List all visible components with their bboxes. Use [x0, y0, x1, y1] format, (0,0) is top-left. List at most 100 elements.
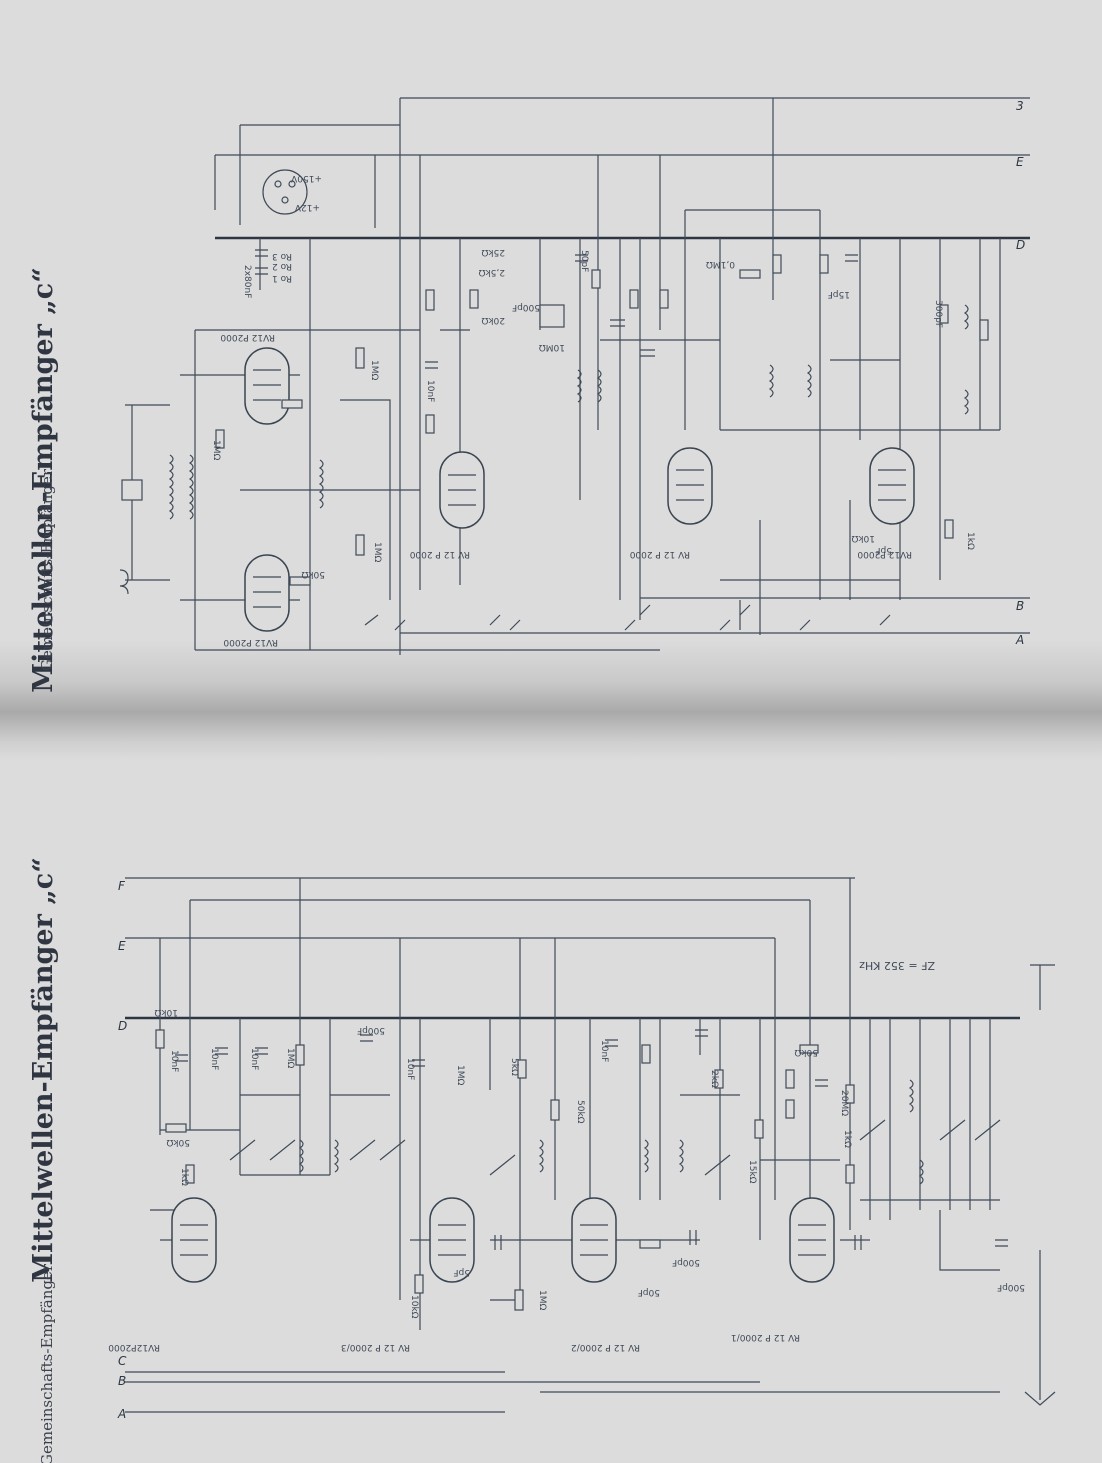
value-label: 15pF	[828, 289, 850, 299]
resistor	[517, 1059, 527, 1079]
socket-label-150v: +150V	[290, 173, 322, 183]
phone-coil-icon	[119, 569, 129, 595]
resistor	[289, 576, 311, 586]
rail-label-b-upper: B	[1016, 599, 1024, 613]
value-label: 1kΩ	[842, 1130, 852, 1148]
value-label: 10kΩ	[409, 1295, 419, 1319]
tube-label-upper-3: RV 12 P 2000	[409, 549, 470, 559]
tube-upper-4	[667, 447, 713, 525]
coils-lower	[298, 1079, 924, 1185]
resistor	[185, 1164, 195, 1184]
value-label: 10nF	[425, 380, 435, 402]
resistor	[754, 1119, 764, 1139]
upper-wires	[214, 98, 1001, 655]
rail-label-e-lower: E	[118, 939, 126, 953]
resistor	[629, 289, 639, 309]
resistor	[295, 1044, 305, 1066]
value-label: 15kΩ	[747, 1160, 757, 1184]
tube-label-upper-4: RV 12 P 2000	[629, 549, 690, 559]
value-label: 20MΩ	[839, 1090, 849, 1116]
resistor	[165, 1123, 187, 1133]
value-label: 10nF	[169, 1050, 179, 1072]
socket-pin	[281, 196, 289, 204]
rail-label-e-upper: E	[1016, 155, 1024, 169]
resistor	[845, 1164, 855, 1184]
resistor	[355, 534, 365, 556]
subtitle-lower: Gemeinschafts-Empfänger	[38, 1263, 56, 1463]
value-label: 0,1MΩ	[706, 259, 735, 269]
value-label: 1kΩ	[965, 532, 975, 550]
value-label: 10kΩ	[154, 1007, 178, 1017]
tube-label-lower-1: RV12P2000	[108, 1342, 160, 1352]
tube-upper-2	[244, 554, 290, 632]
value-label: 20kΩ	[481, 315, 505, 325]
value-label: 1MΩ	[369, 360, 379, 380]
tube-grids	[253, 369, 906, 608]
tube-grids-lower	[180, 1224, 826, 1256]
value-label: 2kΩ	[709, 1070, 719, 1088]
rail-label-b-lower: B	[118, 1374, 126, 1388]
resistor	[425, 289, 435, 311]
value-label: 50pF	[638, 1287, 660, 1297]
resistor	[772, 254, 782, 274]
trimmer-capacitors	[229, 1119, 1001, 1176]
wave-switches-upper	[364, 604, 891, 631]
if-frequency-note: ZF = 352 KHz	[859, 959, 935, 972]
ro3-label: Ro 3	[272, 251, 292, 261]
tube-upper-1	[244, 347, 290, 425]
resistor	[845, 1084, 855, 1104]
value-label: 5kΩ	[509, 1058, 519, 1076]
value-label: 1MΩ	[211, 440, 221, 460]
lower-wires	[159, 878, 1056, 1406]
ro2-label: Ro 2	[272, 261, 292, 271]
value-label: 1MΩ	[285, 1048, 295, 1068]
value-label: 2,5kΩ	[478, 267, 505, 277]
tube-label-lower-4: RV 12 P 2000/1	[731, 1332, 800, 1342]
value-label: 10nF	[249, 1048, 259, 1070]
rail-label-3: 3	[1016, 99, 1024, 113]
resistor	[979, 319, 989, 341]
socket-pin	[274, 180, 282, 188]
resistor	[944, 519, 954, 539]
headphone-icon	[121, 479, 143, 501]
value-label: 50kΩ	[575, 1100, 585, 1124]
output-transformer	[125, 404, 324, 581]
tube-label-upper-1: RV12 P2000	[220, 332, 275, 342]
rail-label-a-upper: A	[1015, 633, 1024, 647]
value-label: 10nF	[599, 1040, 609, 1062]
resistor	[355, 347, 365, 369]
resistor	[819, 254, 829, 274]
subtitle-upper: Gemeinschafts-Empfänger	[38, 468, 56, 671]
value-label: 10kΩ	[851, 533, 875, 543]
resistor	[659, 289, 669, 309]
value-label: 1MΩ	[537, 1290, 547, 1310]
value-label: 50pF	[579, 250, 589, 272]
resistor	[799, 1044, 819, 1054]
resistor	[591, 269, 601, 289]
resistor	[641, 1044, 651, 1064]
upper-schematic: 3 E D B A +150V +12V RV12 P2000 RV12 P20…	[119, 97, 1030, 655]
resistor	[939, 304, 949, 324]
value-label: 10MΩ	[539, 342, 565, 352]
value-label: 50kΩ	[301, 569, 325, 579]
value-label: 1kΩ	[179, 1168, 189, 1186]
rail-label-c: C	[118, 1354, 127, 1368]
resistor	[550, 1099, 560, 1121]
resistor	[714, 1069, 724, 1089]
resistor	[514, 1289, 524, 1311]
cap-label-2x80nf: 2x80nF	[242, 265, 252, 298]
rail-label-d-upper: D	[1016, 238, 1025, 252]
value-label: 10nF	[405, 1058, 415, 1080]
title-lower: Mittelwellen-Empfänger „c“	[28, 857, 59, 1282]
resistor	[281, 399, 303, 409]
value-label: 50kΩ	[166, 1137, 190, 1147]
resistor	[414, 1274, 424, 1294]
capacitor-plates	[255, 249, 858, 369]
resistor-network	[539, 304, 565, 328]
value-label: 10nF	[209, 1048, 219, 1070]
value-label: 25kΩ	[481, 247, 505, 257]
resistor	[739, 269, 761, 279]
value-label: 50kΩ	[794, 1047, 818, 1057]
